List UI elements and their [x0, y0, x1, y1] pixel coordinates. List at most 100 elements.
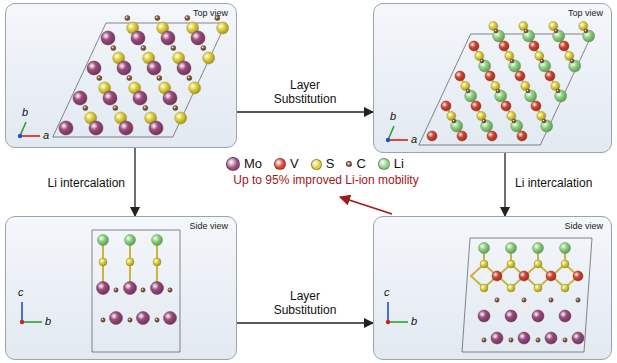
atom — [441, 101, 451, 111]
atom — [127, 76, 132, 81]
view-panel: Top view — [5, 3, 237, 148]
atom — [157, 76, 162, 81]
legend-swatch — [346, 161, 352, 167]
bonds — [103, 26, 578, 288]
atom — [485, 71, 495, 81]
atom — [533, 243, 544, 254]
atom — [556, 89, 560, 93]
atom — [59, 121, 73, 135]
atom — [545, 332, 557, 344]
legend-entry: V — [274, 156, 299, 172]
axis-label: c — [384, 286, 390, 299]
atom — [482, 338, 486, 342]
process-arrow — [504, 153, 505, 216]
atom — [99, 258, 107, 266]
atom — [499, 41, 509, 51]
atom — [491, 82, 500, 91]
bond — [460, 76, 465, 86]
atom — [157, 22, 169, 34]
atom — [542, 119, 546, 123]
atom — [101, 318, 105, 322]
atom — [97, 76, 102, 81]
atom — [85, 112, 97, 124]
axis-label: b — [390, 110, 396, 123]
atom — [461, 82, 470, 91]
atom — [175, 112, 187, 124]
atom — [111, 46, 116, 51]
view-panel: Side view — [5, 216, 237, 360]
atom — [126, 258, 134, 266]
bond — [550, 76, 555, 86]
atom — [560, 243, 571, 254]
unit-cell — [92, 230, 180, 352]
axis-arrow — [21, 302, 23, 322]
bond — [565, 264, 578, 276]
atom — [115, 112, 127, 124]
process-arrow — [237, 322, 373, 323]
atom — [522, 298, 526, 302]
bond — [490, 76, 495, 86]
atom — [481, 120, 493, 132]
atom — [447, 112, 456, 121]
atom — [519, 271, 529, 281]
atom — [191, 31, 205, 45]
view-caption: Top view — [568, 7, 603, 19]
atom — [559, 41, 569, 51]
atom — [509, 60, 521, 72]
atom — [477, 112, 486, 121]
axis-origin — [20, 320, 24, 324]
arrow-label: Li intercalation — [515, 176, 611, 190]
atom — [479, 243, 490, 254]
atom — [452, 119, 456, 123]
bond — [523, 26, 534, 46]
atom — [482, 119, 486, 123]
bond — [539, 56, 550, 76]
atom — [532, 310, 544, 322]
atom — [479, 60, 491, 72]
atom — [465, 90, 477, 102]
legend-text: V — [290, 156, 299, 172]
bond — [536, 106, 541, 116]
atom — [151, 282, 164, 295]
atom — [155, 16, 160, 21]
atom — [87, 61, 101, 75]
bond — [481, 116, 492, 136]
atom — [529, 41, 539, 51]
bond — [474, 46, 479, 56]
atom — [517, 131, 527, 141]
atom — [427, 131, 437, 141]
atom — [480, 59, 484, 63]
atom — [546, 271, 556, 281]
axis-label: a — [43, 129, 49, 142]
legend: MoVSCLi — [180, 156, 450, 172]
bond — [564, 248, 566, 264]
bond — [537, 248, 539, 264]
legend-entry: C — [346, 156, 365, 172]
atom — [457, 131, 467, 141]
atom — [113, 106, 118, 111]
axis-origin — [386, 138, 390, 142]
atom — [507, 260, 515, 268]
atom — [217, 22, 229, 34]
atom — [145, 112, 157, 124]
atom — [471, 101, 481, 111]
bond — [520, 76, 525, 86]
atom — [515, 71, 525, 81]
axis-arrows — [18, 122, 408, 324]
atom — [572, 332, 584, 344]
bond — [565, 276, 578, 288]
atom — [509, 338, 513, 342]
atom — [487, 131, 497, 141]
axis-label: b — [22, 106, 28, 119]
atom — [512, 119, 516, 123]
improvement-arrow — [340, 197, 392, 214]
unit-cell — [462, 238, 592, 352]
atom — [114, 288, 118, 292]
atom — [141, 288, 145, 292]
view-panel: Side view — [373, 216, 612, 360]
atom — [495, 90, 507, 102]
atom — [553, 30, 565, 42]
bond — [510, 248, 512, 264]
bond — [484, 276, 497, 288]
